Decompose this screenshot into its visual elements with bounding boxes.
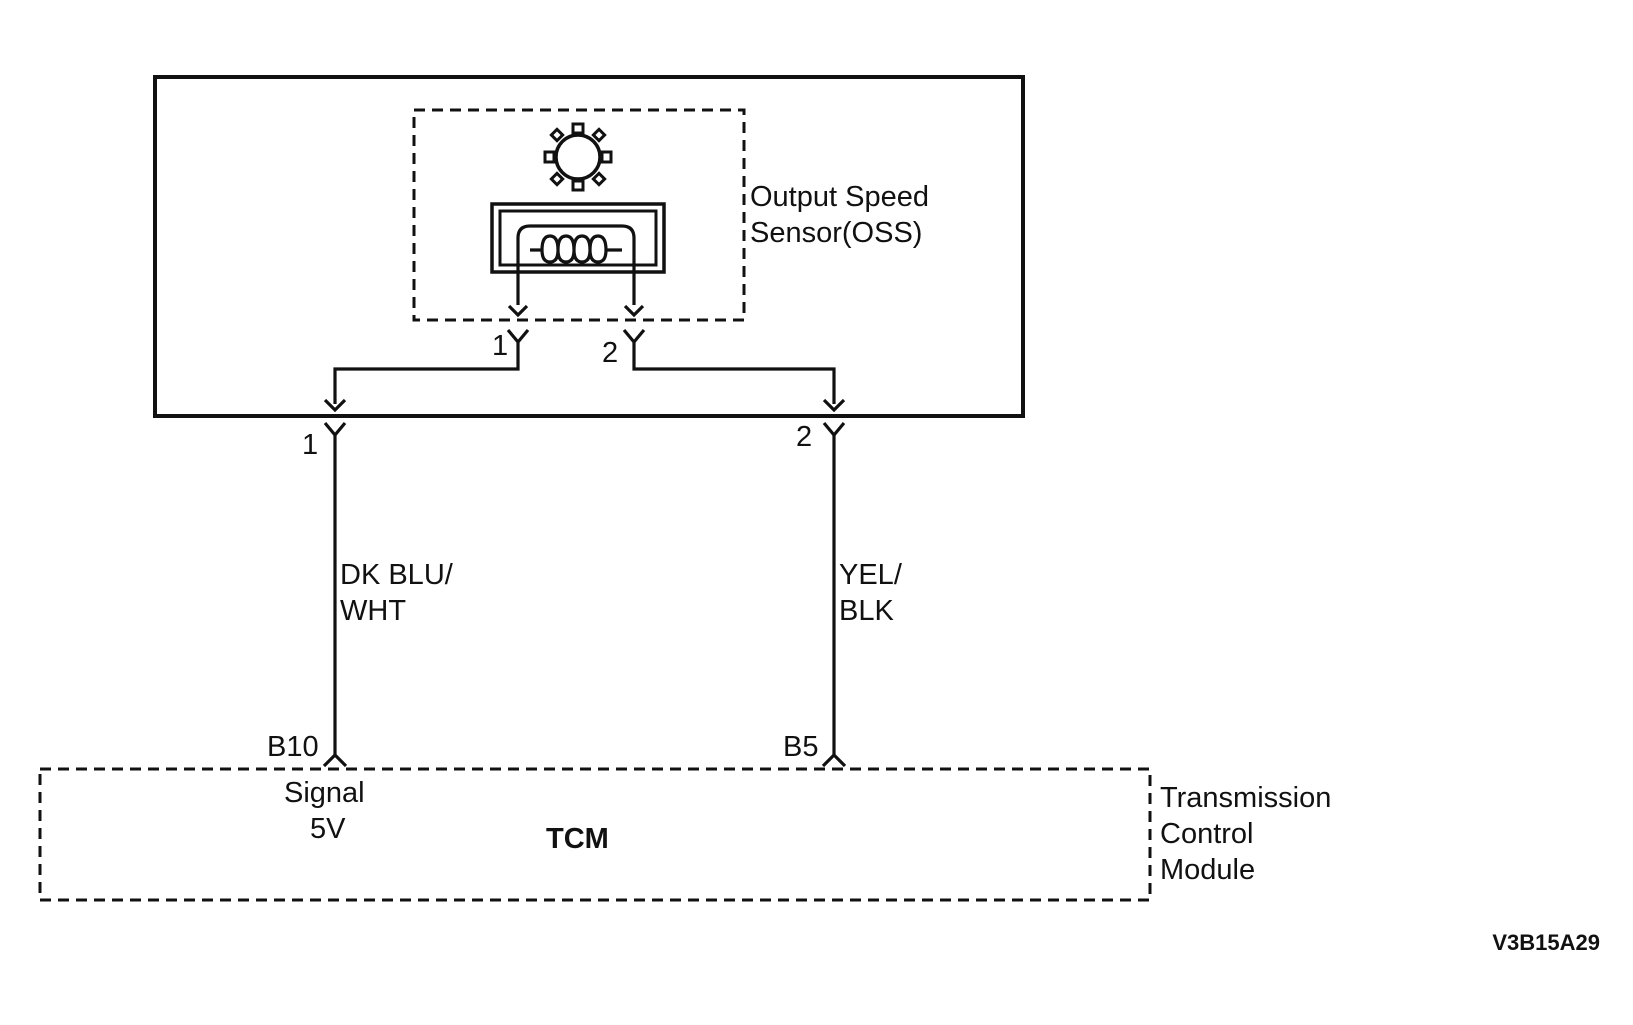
tcm-terminal-b5-label: B5 bbox=[783, 731, 818, 763]
oss-sensor-boundary bbox=[412, 108, 746, 322]
tcm-name-line1: Transmission bbox=[1160, 782, 1331, 814]
inner-connector-pin-1 bbox=[506, 328, 530, 368]
internal-wire-1 bbox=[333, 367, 520, 404]
figure-id: V3B15A29 bbox=[1492, 930, 1600, 955]
tcm-signal-label: Signal bbox=[284, 777, 365, 809]
sensor-housing-box bbox=[153, 75, 1025, 418]
tcm-center-label: TCM bbox=[546, 823, 609, 855]
inner-pin-2-label: 2 bbox=[602, 337, 618, 369]
wire-2-color-line2: BLK bbox=[839, 595, 894, 627]
tcm-name-line3: Module bbox=[1160, 854, 1255, 886]
inner-pin-1-label: 1 bbox=[492, 330, 508, 362]
oss-label-line1: Output Speed bbox=[750, 181, 929, 213]
tcm-terminal-b10-label: B10 bbox=[267, 731, 319, 763]
wire-1-color-line1: DK BLU/ bbox=[340, 559, 454, 591]
inner-connector-pin-2 bbox=[622, 328, 646, 368]
harness-connector-pin-1 bbox=[323, 421, 347, 438]
tone-wheel-icon bbox=[543, 122, 613, 192]
harness-arrow-2 bbox=[822, 398, 846, 413]
tcm-terminal-b5 bbox=[821, 752, 847, 768]
tcm-name-line2: Control bbox=[1160, 818, 1254, 850]
harness-connector-pin-2 bbox=[822, 421, 846, 438]
tcm-terminal-b10 bbox=[322, 752, 348, 768]
internal-wire-2 bbox=[632, 367, 836, 404]
coil-lead-arrows bbox=[507, 304, 645, 318]
coil-winding-icon bbox=[516, 224, 636, 305]
coil-housing bbox=[490, 202, 666, 274]
harness-pin-2-label: 2 bbox=[796, 421, 812, 453]
harness-pin-1-label: 1 bbox=[302, 429, 318, 461]
wire-2-color-line1: YEL/ bbox=[839, 559, 903, 591]
wire-1-color-line2: WHT bbox=[340, 595, 406, 627]
tcm-module-boundary bbox=[38, 767, 1152, 902]
tcm-signal-voltage: 5V bbox=[310, 813, 346, 845]
harness-arrow-1 bbox=[323, 398, 347, 413]
oss-label-line2: Sensor(OSS) bbox=[750, 217, 922, 249]
